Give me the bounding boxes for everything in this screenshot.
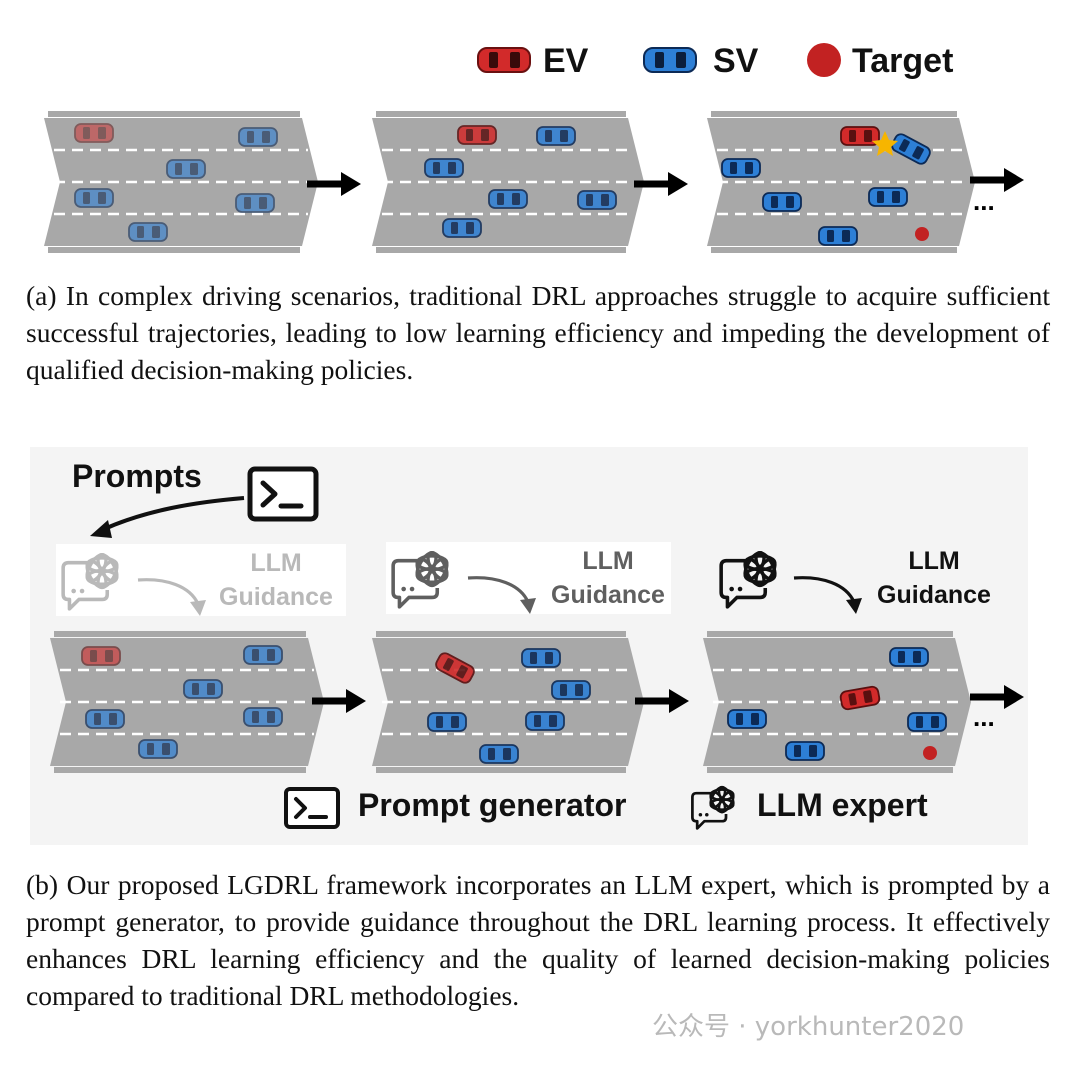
sv-car-icon xyxy=(785,741,825,761)
arrow-right-icon xyxy=(970,685,1024,709)
openai-chat-icon xyxy=(691,785,735,830)
ev-car-icon xyxy=(840,126,880,146)
sv-car-icon xyxy=(235,193,275,213)
guidance-line1: LLM xyxy=(908,547,960,575)
sv-car-icon xyxy=(488,189,528,209)
sv-car-icon xyxy=(727,709,767,729)
guidance-line2: Guidance xyxy=(877,581,991,609)
legend-target-label: Target xyxy=(852,42,954,80)
sv-car-icon xyxy=(442,218,482,238)
svg-text:...: ... xyxy=(973,186,995,216)
openai-chat-icon xyxy=(61,553,119,611)
sv-car-icon xyxy=(889,647,929,667)
ev-car-icon xyxy=(839,685,881,711)
watermark: 公众号 · yorkhunter2020 xyxy=(652,1012,965,1042)
sv-car-icon xyxy=(525,711,565,731)
panel-a-svg xyxy=(44,111,975,253)
sv-car-icon xyxy=(521,648,561,668)
ev-legend-car-icon xyxy=(477,47,531,73)
caption-a: (a) In complex driving scenarios, tradit… xyxy=(26,280,1050,385)
ev-car-icon xyxy=(74,123,114,143)
prompt-generator-terminal-icon xyxy=(284,787,340,829)
sv-car-icon xyxy=(577,190,617,210)
sv-legend-car-icon xyxy=(643,47,697,73)
sv-car-icon xyxy=(907,712,947,732)
collision-star-icon xyxy=(872,131,898,156)
sv-car-icon xyxy=(85,709,125,729)
llm-openai-chat-icon xyxy=(391,551,449,609)
terminal-icon xyxy=(247,466,319,522)
openai-chat-icon xyxy=(391,551,449,609)
guidance-line2: Guidance xyxy=(219,583,333,611)
sv-car-icon xyxy=(479,744,519,764)
sv-car-icon xyxy=(243,645,283,665)
openai-chat-icon xyxy=(719,551,777,609)
sv-car-icon xyxy=(128,222,168,242)
sv-car-icon xyxy=(427,712,467,732)
llm-guidance-label: LLM Guidance xyxy=(540,544,676,612)
target-dot-icon xyxy=(923,746,937,760)
guidance-arrow-icon xyxy=(137,578,206,616)
guidance-arrow-icon xyxy=(793,576,862,614)
prompt-flow-arrow-icon xyxy=(90,496,245,538)
sv-car-icon xyxy=(183,679,223,699)
sv-car-icon xyxy=(536,126,576,146)
llm-expert-label: LLM expert xyxy=(757,787,928,823)
sv-car-icon xyxy=(551,680,591,700)
llm-openai-chat-icon xyxy=(61,553,119,611)
target-dot-icon xyxy=(915,227,929,241)
sv-car-icon xyxy=(721,158,761,178)
arrow-right-icon xyxy=(312,689,366,713)
arrow-right-icon xyxy=(970,168,1024,192)
target-legend-dot-icon xyxy=(807,43,841,77)
sv-car-icon xyxy=(138,739,178,759)
llm-guidance-label: LLM Guidance xyxy=(208,546,344,614)
guidance-line1: LLM xyxy=(250,549,302,577)
ev-car-icon xyxy=(435,652,475,684)
ev-car-icon xyxy=(457,125,497,145)
llm-openai-chat-icon xyxy=(719,551,777,609)
guidance-arrow-icon xyxy=(467,576,536,614)
sv-car-icon xyxy=(818,226,858,246)
sv-car-icon xyxy=(762,192,802,212)
ev-car-icon xyxy=(81,646,121,666)
sv-car-icon xyxy=(74,188,114,208)
legend-sv-label: SV xyxy=(713,42,759,80)
guidance-line2: Guidance xyxy=(551,581,665,609)
sv-car-icon xyxy=(238,127,278,147)
arrow-right-icon xyxy=(635,689,689,713)
ellipsis-dots: ... xyxy=(973,186,995,216)
arrow-right-icon xyxy=(307,172,361,196)
llm-expert-openai-icon xyxy=(691,785,735,830)
legend-ev-label: EV xyxy=(543,42,589,80)
sv-car-icon xyxy=(424,158,464,178)
sv-car-icon xyxy=(243,707,283,727)
prompts-label: Prompts xyxy=(72,458,202,494)
guidance-line1: LLM xyxy=(582,547,634,575)
caption-b: (b) Our proposed LGDRL framework incorpo… xyxy=(26,869,1050,1011)
prompt-generator-label: Prompt generator xyxy=(358,787,627,823)
panel-b-svg xyxy=(50,631,971,773)
llm-guidance-label: LLM Guidance xyxy=(866,544,1002,612)
ellipsis-dots: ... xyxy=(973,702,995,732)
sv-car-icon xyxy=(166,159,206,179)
svg-text:...: ... xyxy=(973,702,995,732)
arrow-right-icon xyxy=(634,172,688,196)
sv-car-icon xyxy=(868,187,908,207)
sv-car-icon xyxy=(891,133,931,165)
